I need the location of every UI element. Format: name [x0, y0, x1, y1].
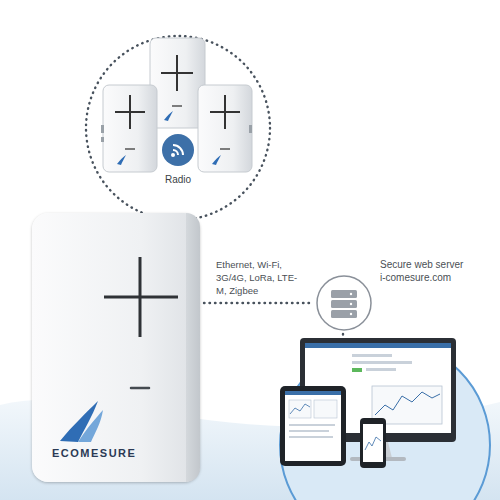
protocol-label: Ethernet, Wi-Fi, 3G/4G, LoRa, LTE-M, Zig… [216, 258, 298, 297]
screen-row [289, 424, 335, 426]
tablet-screen [285, 391, 341, 461]
sensor-logo [164, 111, 173, 121]
gateway-label-box: ECOMESURE [52, 447, 136, 459]
chart-line [290, 404, 310, 414]
device-backdrop [280, 340, 490, 500]
screen-header [305, 343, 451, 348]
gateway-side [186, 213, 200, 482]
server-label: Secure web server [380, 258, 463, 271]
screen-chart [289, 400, 311, 418]
gateway-device: ECOMESURE [32, 213, 200, 482]
sensor-logo [117, 155, 126, 165]
screen-devices [280, 338, 456, 468]
server-circle [317, 276, 371, 330]
sensor-slot [172, 105, 182, 107]
server-unit [331, 290, 357, 298]
server-label-box: Secure web serveri-comesure.com [380, 258, 463, 284]
radio-icon-wave [173, 145, 183, 155]
gateway-markings [32, 213, 200, 482]
logo-mark [78, 410, 103, 442]
screen-row [366, 368, 396, 371]
radio-label: Radio [158, 174, 198, 185]
screen-row [289, 436, 333, 438]
sensor-slot [125, 148, 135, 150]
screen-row [352, 361, 412, 364]
screen-chart [314, 400, 337, 418]
radio-label-box: Radio [158, 174, 198, 185]
sensor-port [101, 137, 104, 142]
screen-header [285, 391, 341, 395]
screen-row [289, 430, 329, 432]
server-unit [331, 310, 357, 318]
server-light [350, 313, 352, 315]
radio-icon-wave [173, 150, 178, 155]
sensor-port [101, 125, 104, 133]
sensor-cross [161, 72, 193, 74]
screen-row [352, 354, 392, 357]
sensor-cross [210, 111, 240, 113]
sensor-device [150, 38, 205, 128]
sensor-body [103, 85, 157, 172]
radio-icon-disc [162, 134, 194, 166]
sensor-device [198, 85, 252, 172]
chart-line [365, 437, 381, 450]
gateway-cross [104, 296, 178, 299]
gateway-slot [131, 387, 149, 390]
phone-screen [363, 424, 383, 462]
server-label: i-comesure.com [380, 271, 463, 284]
tablet-frame [280, 386, 346, 466]
brand-name: ECOMESURE [52, 447, 136, 459]
chart-line [375, 392, 440, 415]
server-unit [331, 300, 357, 308]
sensor-body [150, 38, 205, 128]
server-node: Secure web serveri-comesure.com [316, 258, 468, 348]
radio-icon [161, 133, 195, 167]
radio-node: Radio [158, 133, 198, 185]
phone-frame [360, 418, 386, 468]
sensor-port [249, 125, 252, 133]
sensor-logo [212, 155, 221, 165]
sensor-body [198, 85, 252, 172]
radio-ring [86, 36, 270, 220]
dotted-connector [204, 302, 312, 304]
server-light [350, 303, 352, 305]
sensor-device [101, 85, 157, 172]
server-light [350, 293, 352, 295]
sensor-cross [115, 111, 145, 113]
server-icon [316, 275, 372, 331]
radio-icon-dot [171, 153, 175, 157]
sensor-slot [220, 148, 230, 150]
screen-status [352, 368, 362, 372]
